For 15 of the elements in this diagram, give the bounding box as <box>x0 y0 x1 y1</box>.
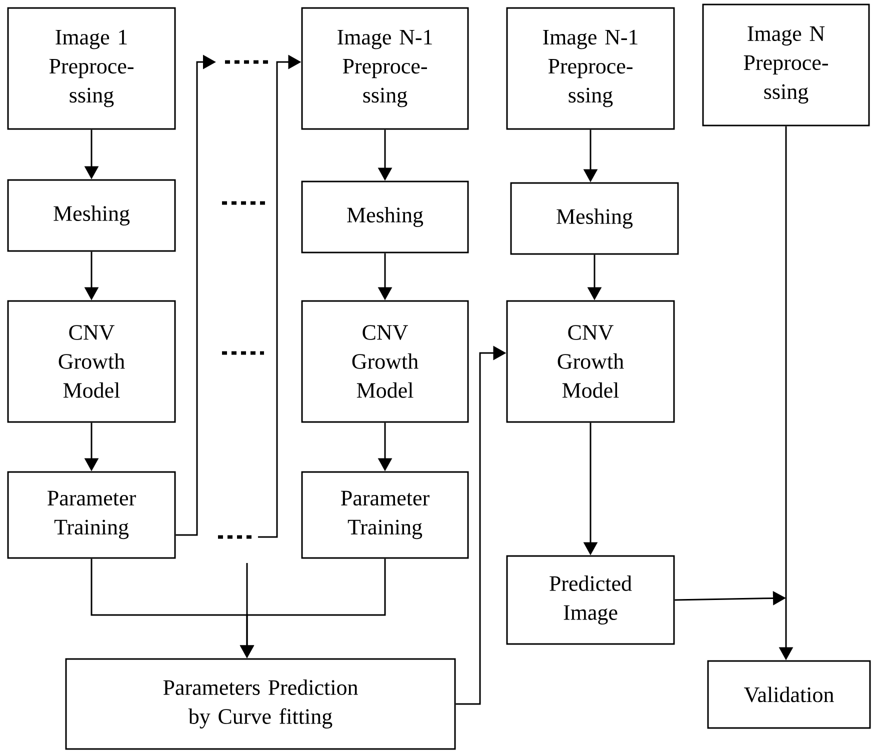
process-box: CNV Growth Model <box>506 300 675 423</box>
process-box: Parameters Prediction by Curve fitting <box>65 658 456 750</box>
process-box: Image 1 Preproce- ssing <box>7 7 176 130</box>
process-box: Predicted Image <box>506 555 675 645</box>
process-box: Meshing <box>301 180 469 254</box>
process-box: CNV Growth Model <box>7 300 176 423</box>
process-box: Image N-1 Preproce- ssing <box>301 7 469 130</box>
process-box: Image N-1 Preproce- ssing <box>506 7 675 130</box>
process-box: CNV Growth Model <box>301 300 469 423</box>
process-box: Meshing <box>510 182 679 255</box>
process-box: Validation <box>707 660 871 729</box>
process-box: Image N Preproce- ssing <box>702 4 870 126</box>
process-box: Meshing <box>7 179 176 252</box>
process-box: Parameter Training <box>7 471 176 559</box>
process-box: Parameter Training <box>301 471 469 559</box>
